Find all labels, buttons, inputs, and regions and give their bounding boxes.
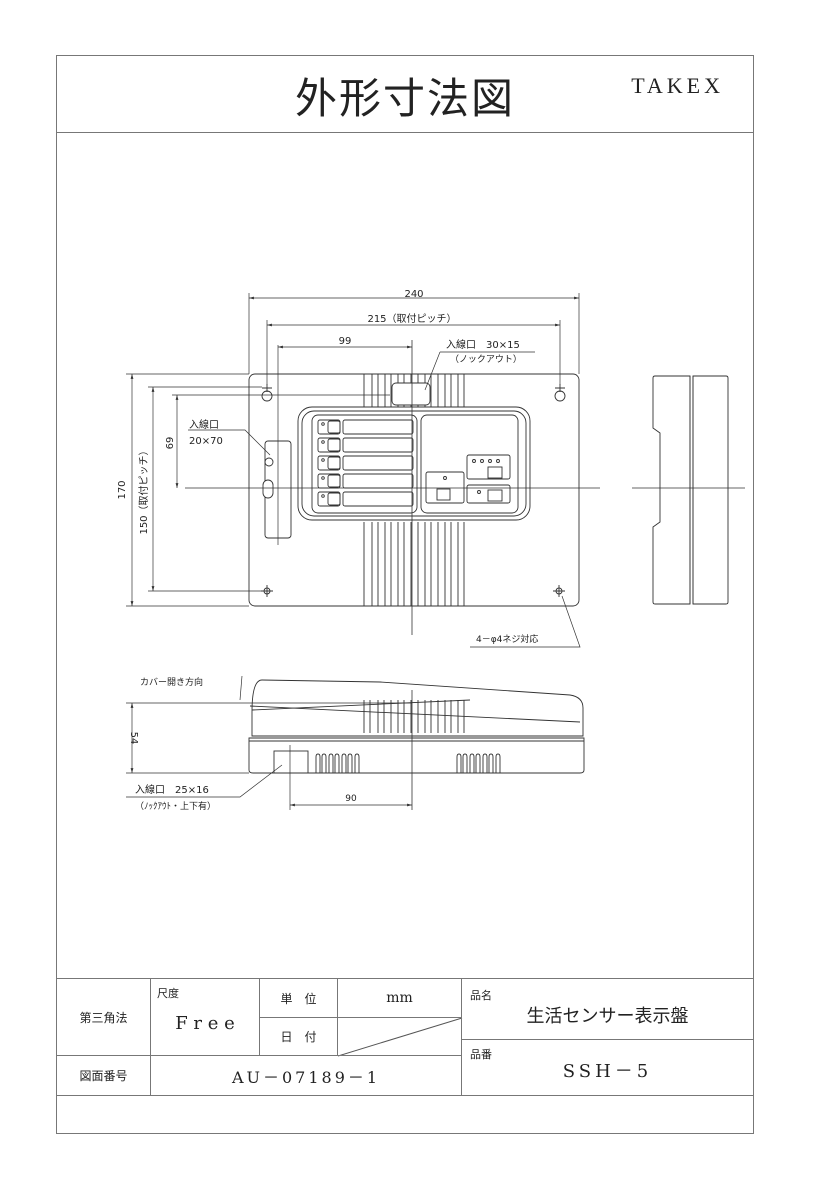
product-name: 生活センサー表示盤	[526, 1006, 689, 1027]
date-slash	[338, 1018, 463, 1057]
bottom-inlet-label: 入線口 25×16	[135, 783, 209, 796]
dim-150: 150（取付ピッチ）	[137, 445, 150, 534]
brand-logo: TAKEX	[631, 73, 724, 98]
screw-note: 4－φ4ネジ対応	[476, 633, 538, 645]
knockout-top-note: （ノックアウト）	[450, 354, 522, 365]
bottom-view	[248, 679, 585, 810]
dim-69: 69	[165, 437, 176, 450]
date-label-cell: 日 付	[259, 1017, 338, 1056]
drawing-no-cell: AU－07189－1	[150, 1055, 462, 1096]
scale-value: F r e e	[175, 1012, 235, 1034]
title-row: 外形寸法図 TAKEX	[56, 55, 754, 133]
unit-label-cell: 単 位	[259, 978, 338, 1018]
projection-cell: 第三角法	[56, 978, 151, 1056]
right-side-view	[632, 375, 745, 605]
unit-value: mm	[386, 990, 413, 1006]
unit-value-cell: mm	[337, 978, 462, 1018]
front-view	[185, 340, 600, 635]
scale-label: 尺度	[157, 987, 179, 1000]
dim-90: 90	[345, 794, 357, 804]
product-number: SSH－5	[562, 1061, 653, 1082]
unit-label: 単 位	[280, 991, 317, 1006]
front-dimensions	[126, 293, 581, 648]
projection-method: 第三角法	[79, 1010, 128, 1025]
knockout-top-label: 入線口 30×15	[446, 338, 520, 351]
bottom-inlet-note: （ﾉｯｸｱｳﾄ・上下有）	[135, 800, 216, 812]
drawing-no-label-cell: 図面番号	[56, 1055, 151, 1096]
date-value-cell	[337, 1017, 463, 1057]
dim-215: 215（取付ピッチ）	[367, 312, 456, 325]
ribs-bottom	[363, 522, 465, 606]
drawing-title: 外形寸法図	[294, 74, 515, 123]
dim-170: 170	[117, 480, 128, 499]
product-name-cell: 品名 生活センサー表示盤	[461, 978, 754, 1040]
remarks-row	[56, 1095, 754, 1134]
product-no-label: 品番	[470, 1048, 492, 1061]
date-label: 日 付	[280, 1030, 317, 1044]
cover-direction-label: カバー開き方向	[140, 676, 203, 688]
side-inlet-size: 20×70	[189, 436, 223, 447]
dim-54: 54	[128, 732, 139, 745]
bottom-dimensions	[126, 675, 412, 807]
dim-99: 99	[339, 336, 352, 347]
side-inlet-label: 入線口	[189, 418, 219, 431]
drawing-number: AU－07189－1	[231, 1067, 381, 1087]
indicator-rows	[317, 419, 414, 507]
product-name-label: 品名	[470, 989, 492, 1002]
dim-240: 240	[404, 289, 423, 300]
product-no-cell: 品番 SSH－5	[461, 1039, 754, 1096]
scale-cell: 尺度 F r e e	[150, 978, 260, 1056]
drawing-no-label: 図面番号	[79, 1069, 128, 1083]
